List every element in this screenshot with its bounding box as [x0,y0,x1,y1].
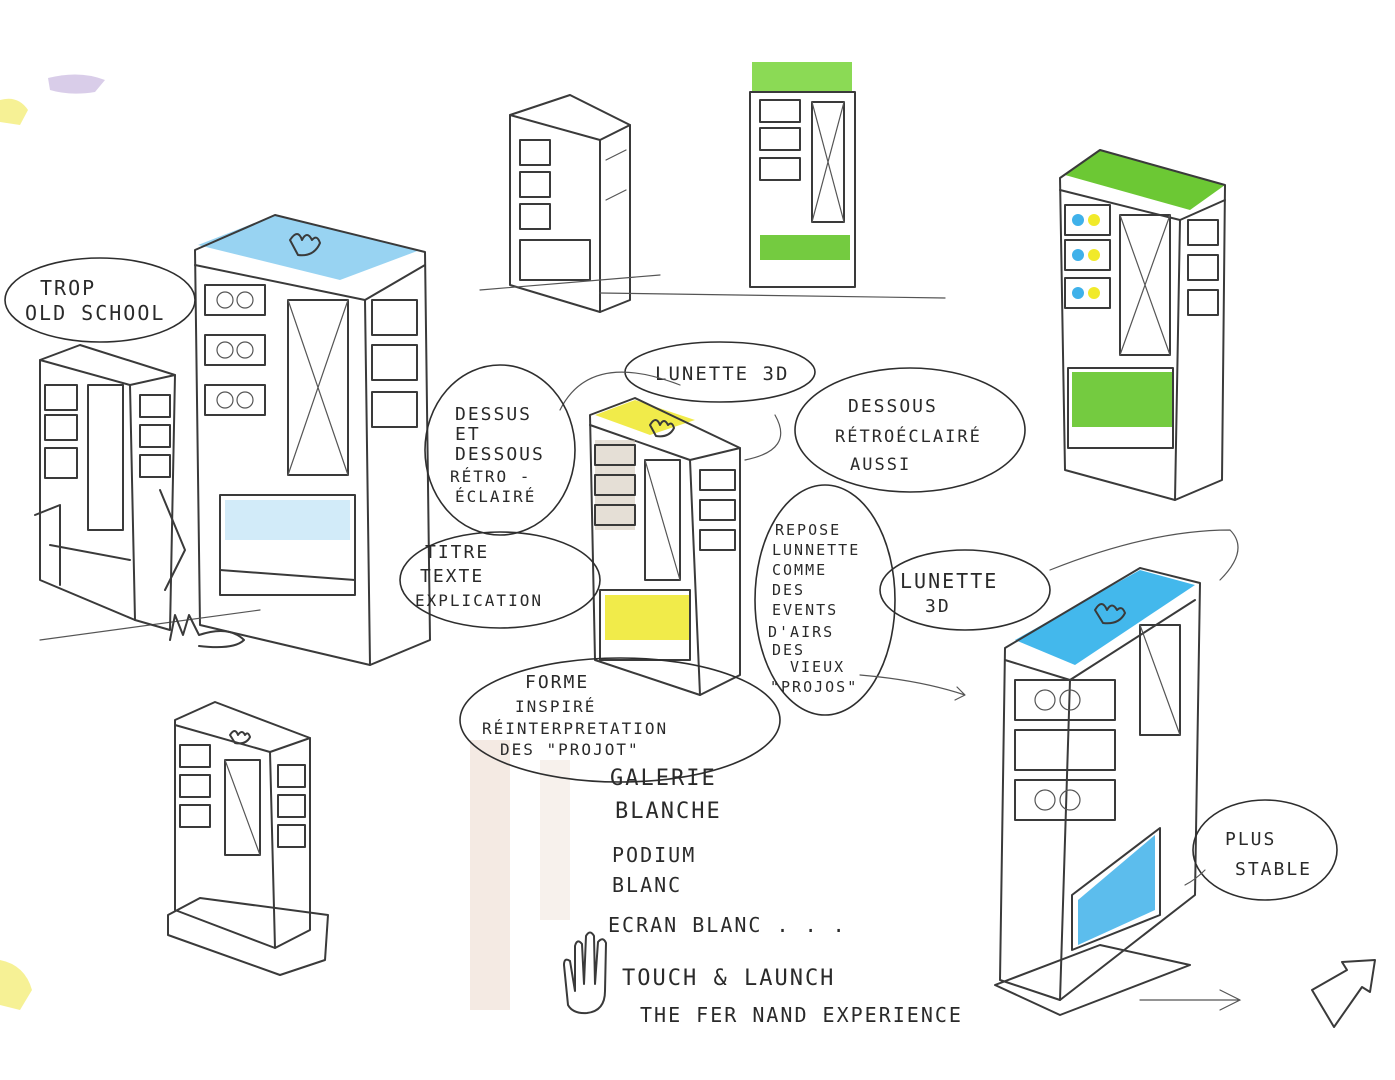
hand-icon [563,931,607,1015]
totem-right-blue [994,567,1201,1016]
note-plus-stable: PLUS STABLE [1184,799,1338,901]
note-forme-l1: FORME [525,672,589,693]
note-titre: TITRE TEXTE EXPLICATION [399,531,601,629]
beige-wash [470,740,510,1010]
note-podium: PODIUM BLANC ECRAN BLANC . . . [608,843,847,937]
note-galerie: GALERIE BLANCHE [610,766,722,824]
note-aussi-l3: AUSSI [850,455,911,475]
note-repose-l8: VIEUX [790,658,845,676]
note-aussi-l2: RÉTROÉCLAIRÉ [835,425,982,447]
note-forme-l4: DES "PROJOT" [500,740,640,759]
note-aussi-l1: DESSOUS [848,396,938,417]
note-titre-l3: EXPLICATION [415,591,543,610]
yellow-smudge-bottom [0,960,32,1010]
note-lunette-top-text: LUNETTE 3D [655,363,789,385]
note-dessus-l4: RÉTRO - [450,467,531,486]
note-podium-l3: ECRAN BLANC . . . [608,913,847,937]
note-repose-l5: EVENTS [772,601,838,619]
note-dessous-aussi: DESSOUS RÉTROÉCLAIRÉ AUSSI [794,367,1026,493]
note-stable-l1: PLUS [1225,829,1276,850]
note-forme: FORME INSPIRÉ RÉINTERPRETATION DES "PROJ… [459,657,781,783]
note-dessus-l5: ÉCLAIRÉ [455,487,536,506]
yellow-smudge-top [0,98,28,125]
note-galerie-l2: BLANCHE [615,799,722,824]
note-forme-l2: INSPIRÉ [515,697,596,716]
note-galerie-l1: GALERIE [610,766,717,791]
note-dessus-l1: DESSUS [455,404,532,425]
note-lunette-top: LUNETTE 3D [559,341,816,461]
arrow-bottom [1139,989,1242,1011]
note-touch-l1: TOUCH & LAUNCH [622,966,835,991]
note-titre-l1: TITRE [425,542,489,563]
totem-bottom-left [167,701,329,976]
note-trop-line1: TROP [40,276,96,300]
note-podium-l2: BLANC [612,873,682,897]
arrow-corner-icon [1311,959,1376,1028]
totem-front-green [599,62,946,299]
note-forme-l3: RÉINTERPRETATION [482,719,668,738]
totem-top-center [479,94,661,313]
note-trop-line2: OLD SCHOOL [25,301,165,325]
note-dessus-l3: DESSOUS [455,444,545,465]
totem-old-school [34,344,186,631]
note-touch-l2: THE FER NAND EXPERIENCE [640,1003,963,1027]
beige-wash-2 [540,760,570,920]
note-dessus-l2: ET [455,424,481,445]
note-lunette-right-l2: 3D [925,596,951,617]
note-lunette-right-l1: LUNETTE [900,569,998,593]
note-stable-l2: STABLE [1235,859,1312,880]
note-repose-l4: DES [772,581,805,599]
note-touch-launch: TOUCH & LAUNCH THE FER NAND EXPERIENCE [563,931,963,1027]
totem-right-green [1059,149,1226,501]
note-dessus-et-dessous: DESSUS ET DESSOUS RÉTRO - ÉCLAIRÉ [424,364,576,536]
note-repose: REPOSE LUNNETTE COMME DES EVENTS D'AIRS … [754,484,966,716]
note-trop-old-school: TROP OLD SCHOOL [4,257,196,343]
note-repose-l7: DES [772,641,805,659]
note-titre-l2: TEXTE [420,566,484,587]
note-lunette-right: LUNETTE 3D [879,529,1239,631]
purple-smudge [48,74,105,94]
note-podium-l1: PODIUM [612,843,696,867]
note-repose-l9: "PROJOS" [770,678,858,696]
note-repose-l3: COMME [772,561,827,579]
totem-large-left [39,214,431,666]
note-repose-l1: REPOSE [775,521,841,539]
note-repose-l2: LUNNETTE [772,541,860,559]
totem-center-yellow [589,397,741,696]
note-repose-l6: D'AIRS [768,623,834,641]
